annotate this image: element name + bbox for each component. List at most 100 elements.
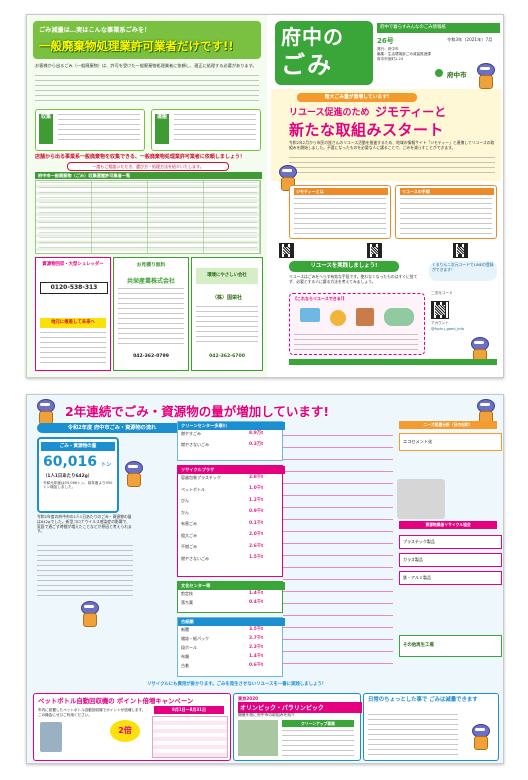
- point-title: ペットボトル自動回収機の ポイント倍増キャンペーン: [38, 697, 194, 705]
- line-bubble: くるりん二次元コードでLINEの登録ができます！: [429, 261, 497, 281]
- flow-row-label: 粗大ごみ: [181, 532, 197, 538]
- headline-box: ごみ減量は…実はこんな事業系ごみを！ 一般廃棄物処理業許可業者だけです!!: [33, 21, 261, 59]
- city-emblem-icon: [435, 69, 443, 77]
- feature-line2: 新たな取組みスタート: [289, 121, 445, 139]
- flow-row-label: 容器包装プラスチック: [181, 475, 221, 480]
- feature-line1a: リユース促進のため: [289, 108, 370, 118]
- bunka-title: 文化センター等: [178, 582, 285, 590]
- ad-eco-name: 環境にやさしい会社: [196, 268, 258, 284]
- flow-row-value: 0.6千t: [249, 662, 264, 668]
- account-id[interactable]: @fuchu_gomi_info: [431, 327, 464, 331]
- flow-row-value: 2.6千t: [249, 543, 264, 549]
- masthead-title-a: 府中の: [281, 25, 344, 49]
- mascot-robot-icon: [468, 724, 492, 754]
- flow-row-label: 剪定枝: [181, 591, 193, 596]
- total-label: ごみ・資源物の量: [41, 442, 115, 451]
- feature-line1b: ジモティーと: [375, 105, 447, 119]
- flow-row-label: 段ボール: [181, 645, 197, 650]
- reuse-cta: リユースを実践しましょう!: [289, 261, 399, 272]
- ad-estimate: お見積り無料 共栄産業株式会社 042-362-0799: [113, 257, 189, 371]
- recycle-box: リサイクルプラザ: [177, 465, 285, 577]
- info-box-left: 収集: [35, 109, 145, 151]
- olympic-photo: [238, 720, 278, 756]
- city-name: 府中市: [447, 71, 467, 79]
- page2-headline: 2年連続でごみ・資源物の量が増加しています!: [65, 404, 330, 419]
- toy-icon: [330, 310, 346, 326]
- mascot-robot-icon: [77, 601, 101, 631]
- flow-row-value: 0.4千t: [249, 599, 264, 605]
- paper-title: 古紙類: [178, 618, 285, 626]
- flow-row-value: 2.7千t: [249, 635, 264, 641]
- flow-row-label: かん: [181, 509, 189, 515]
- flow-row-value: 8.9万t: [249, 430, 264, 436]
- flow-row-value: 2.0千t: [249, 532, 264, 537]
- flow-row-value: 0.1千t: [249, 520, 264, 526]
- right-item-4: 鉄・アルミ製品: [399, 571, 502, 585]
- flow-row-value: 1.2千t: [249, 497, 264, 503]
- qr-code-icon[interactable]: [279, 243, 294, 258]
- total-note: 令和元年度は59,066トン。前年度より950トン増加しました。: [43, 481, 113, 490]
- olympic-kicker: 東京2020: [238, 696, 259, 701]
- footer-note: リサイクルにも費用が掛かります。ごみを発生させないリユースを一番に実践しましょう…: [147, 682, 327, 687]
- mascot-robot-icon: [473, 63, 497, 93]
- jimoty-box: ジモティーとは: [289, 185, 391, 239]
- reuse-tips-title: 【これならリユースできる!】: [293, 296, 347, 301]
- point-campaign-box: ペットボトル自動回収機の ポイント倍増キャンペーン 8月1日〜8月31日 市内に…: [33, 693, 231, 761]
- flow-row-value: 1.0千t: [249, 486, 264, 491]
- qr-code-icon[interactable]: [367, 243, 382, 258]
- total-unit: トン: [101, 462, 112, 468]
- table-grid: [36, 181, 260, 253]
- olympic-cleanup: クリーンアップ事業: [282, 720, 354, 727]
- notice-sub: 一度もご相談いただき、選び方・処理方法を紹介いたします。: [67, 162, 229, 171]
- chair-icon: [356, 308, 374, 326]
- ad-shredder-name: 資源物回収・大型シュレッダー: [42, 262, 104, 267]
- body-lines: [35, 75, 259, 105]
- ad-estimate-name: お見積り無料: [136, 263, 166, 268]
- olympic-lines: [282, 730, 354, 756]
- company-table: [35, 180, 261, 254]
- total-value: 60,016: [43, 454, 98, 470]
- flow-row-label: 燃やさないごみ: [181, 442, 209, 447]
- explain-text: 令和2年度の府中市の1人1日あたりのごみ・資源物の量は642gでした。新型コロナ…: [37, 514, 132, 534]
- masthead-issue: 26号: [377, 37, 394, 45]
- qr-code-icon[interactable]: [453, 243, 468, 258]
- daily-title: 日常のちょっとした事で ごみは減量できます: [368, 697, 478, 703]
- flow-row-value: 1.4千t: [249, 653, 264, 659]
- stroller-icon: [384, 308, 414, 326]
- ad-shredder-phone: 0120-538-313: [40, 282, 108, 294]
- table-title: 府中市一般廃棄物（ごみ）収集運搬許可業者一覧: [35, 172, 262, 179]
- ad-shredder: 資源物回収・大型シュレッダー 0120-538-313 地元に根差して未来へ: [35, 257, 111, 371]
- flow-row-value: 2.8千t: [249, 474, 264, 480]
- table-text: [39, 182, 257, 252]
- feature-body: 令和2年2月から市民の皆さんのリユース活動を推進するため、地域の情報サイト「ジモ…: [289, 140, 495, 150]
- tv-icon: [300, 308, 320, 322]
- box-lines: [58, 114, 140, 144]
- account-label: アカウント: [431, 321, 449, 325]
- flow-row-label: 布類: [181, 654, 189, 659]
- ad-lines: [118, 288, 184, 348]
- intro-text: お客様から出るごみ（一般廃棄物）は、許可を受けた一般廃棄物処理業者に依頼し、適正…: [35, 63, 257, 68]
- masthead-logo: 府中の ごみ: [275, 21, 373, 85]
- flow-row-label: 新聞: [181, 627, 189, 632]
- olympic-sub: 開催を前に府中市の取組みを紹介: [238, 712, 295, 717]
- flow-row-value: 0.9千t: [249, 509, 264, 514]
- flow-row-label: びん: [181, 498, 189, 503]
- flow-row-value: 2.3千t: [249, 644, 264, 650]
- explain-lines: [37, 545, 133, 597]
- jimoty-box-title: ジモティーとは: [294, 188, 388, 195]
- ad-eco: 環境にやさしい会社 （株）国栄社 042-362-6700: [191, 257, 263, 371]
- masthead-date: 令和3年（2021年）7月: [447, 37, 493, 42]
- masthead-subtitle: 府中で暮らすみんなのごみ情報紙: [377, 23, 500, 33]
- ad-eco-company: （株）国栄社: [211, 295, 242, 301]
- cleancenter-title: クリーンセンター多摩川: [178, 422, 285, 430]
- daily-tips-box: 日常のちょっとした事で ごみは減量できます: [363, 693, 499, 761]
- line-qr-icon[interactable]: [431, 301, 449, 319]
- reuse-tips-box: 【これならリユースできる!】: [289, 293, 425, 355]
- paper-box: 古紙類: [177, 617, 285, 677]
- olympic-title: オリンピック・パラリンピック: [238, 702, 362, 713]
- point-body: 市内に設置したペットボトル自動回収機でポイントが倍増します。この機会にぜひご利用…: [38, 708, 146, 717]
- recycle-title: リサイクルプラザ: [178, 466, 285, 474]
- flow-arrows: [283, 435, 393, 675]
- ad-lines: [196, 306, 258, 346]
- flow-row-value: 1.4千t: [249, 590, 264, 596]
